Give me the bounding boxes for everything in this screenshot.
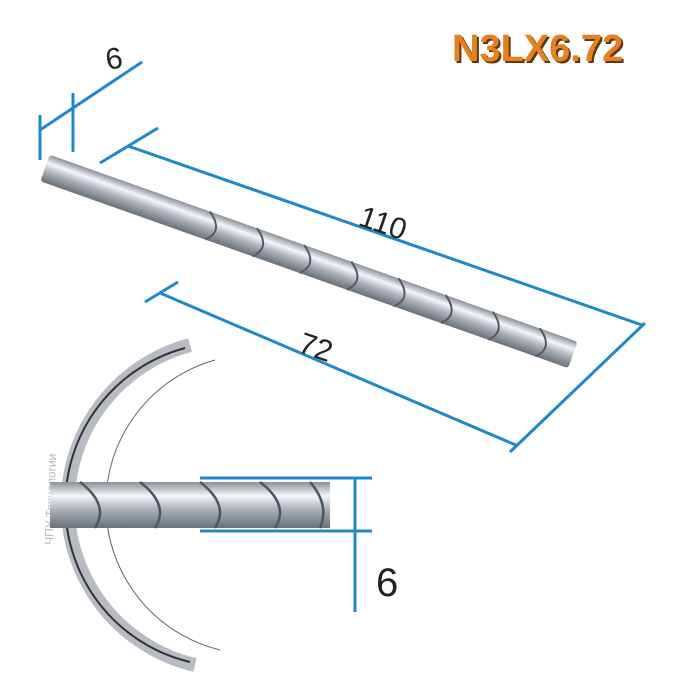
- overall-length-label: 110: [355, 200, 411, 247]
- flute-length-label: 72: [294, 327, 336, 369]
- end-mill-image: [41, 155, 577, 368]
- shank-diameter-label: 6: [103, 42, 125, 77]
- product-code: N3LX6.72: [452, 28, 624, 70]
- detail-inset: ЧПУ Технологии: [42, 338, 330, 672]
- dimension-lines: [38, 60, 647, 612]
- cutting-diameter-label: 6: [376, 561, 398, 605]
